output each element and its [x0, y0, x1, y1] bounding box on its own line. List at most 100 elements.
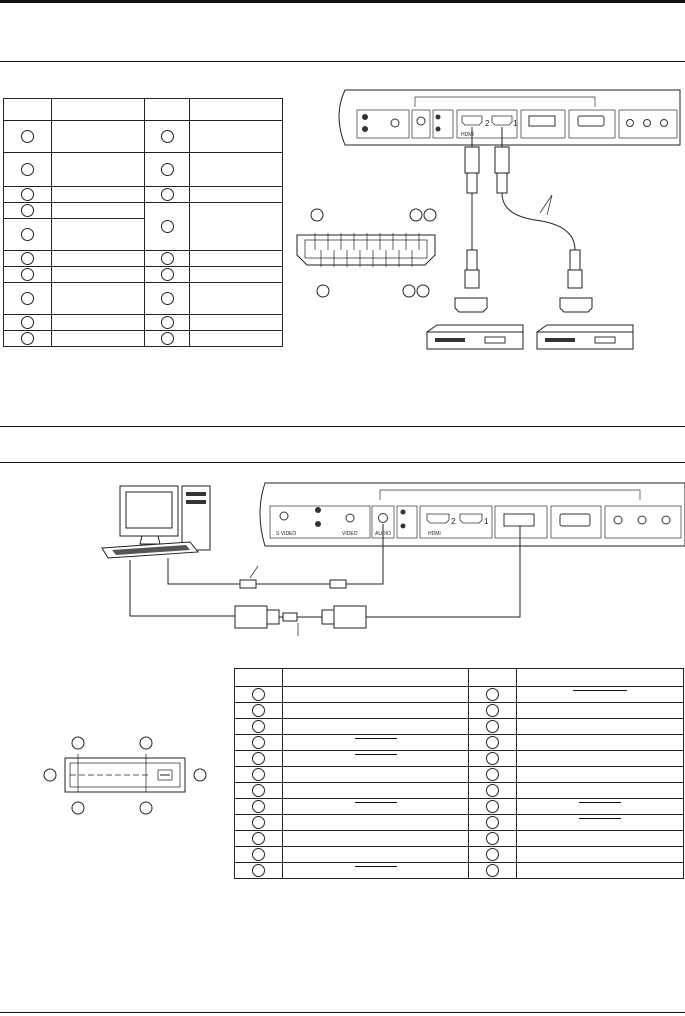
top-rule — [0, 0, 685, 3]
pin-number-circle — [486, 704, 499, 717]
pin-number-circle — [160, 292, 174, 305]
active-low-signal-bar — [579, 802, 621, 809]
device-hdmi-jack-icon — [454, 297, 488, 313]
pc-hdmi-logo: HDMI — [428, 531, 441, 537]
table-row — [3, 314, 283, 331]
pin-number-circle — [252, 768, 265, 781]
pin-number-circle — [21, 268, 34, 281]
device-hdmi-jack-icon — [559, 297, 593, 313]
pin-number-circle — [160, 163, 174, 176]
pin-number-circle — [486, 688, 499, 701]
pin-number-circle — [486, 848, 499, 861]
pin-number-circle — [160, 268, 174, 281]
pin-number-circle — [486, 720, 499, 733]
active-low-signal-bar — [354, 802, 397, 809]
table-row — [234, 814, 684, 831]
section-rule-1 — [0, 61, 685, 62]
pin-number-circle — [252, 704, 265, 717]
pin-number-circle — [21, 292, 34, 305]
table-header-row — [3, 98, 283, 121]
pin-number-circle — [486, 752, 499, 765]
table-row — [234, 798, 684, 815]
active-low-signal-bar — [354, 754, 397, 761]
active-low-signal-bar — [573, 690, 627, 697]
svideo-label: S VIDEO — [276, 531, 296, 537]
table-row — [234, 686, 684, 703]
pin-number-circle — [160, 332, 174, 345]
active-low-signal-bar — [579, 818, 621, 825]
dvi-pin-table — [234, 668, 684, 879]
active-low-signal-bar — [354, 738, 397, 745]
pin-number-circle — [486, 736, 499, 749]
hdmi-port-2-label: 2 — [485, 119, 490, 128]
pin-number-circle — [486, 864, 499, 877]
pc-hdmi-port-2-label: 2 — [451, 517, 456, 526]
dvi-connector-pinout — [43, 736, 207, 815]
table-row — [3, 186, 283, 203]
pin-number-circle — [252, 800, 265, 813]
pin-number-circle — [21, 252, 34, 265]
pin-number-circle — [486, 800, 499, 813]
hdmi-connector-pinout — [296, 208, 437, 298]
pin-number-circle — [21, 316, 34, 329]
hdmi-connection-diagram: 2 1 HDMI — [296, 89, 681, 350]
audio-cable — [167, 524, 384, 589]
pin-number-circle — [486, 768, 499, 781]
pin-number-circle — [21, 228, 34, 241]
pin-number-circle — [160, 130, 174, 143]
table-row — [234, 718, 684, 735]
pin-number-circle — [252, 848, 265, 861]
pc-hdmi-port-1-label: 1 — [484, 517, 489, 526]
pin-number-circle — [252, 864, 265, 877]
table-row — [3, 282, 283, 315]
section-rule-3 — [0, 462, 685, 463]
hdmi-pin-table — [3, 98, 283, 347]
pin-number-circle — [486, 832, 499, 845]
table-row — [234, 766, 684, 783]
pin-number-circle — [21, 188, 34, 201]
pin-number-circle — [160, 220, 174, 233]
pin-number-circle — [252, 816, 265, 829]
table-row — [234, 846, 684, 863]
pin-number-circle — [252, 720, 265, 733]
dvi-cable — [129, 526, 521, 636]
table-row — [234, 830, 684, 847]
pin-number-circle — [252, 736, 265, 749]
table-row — [234, 750, 684, 767]
table-row — [3, 250, 283, 267]
table-row — [3, 218, 283, 251]
video-label: VIDEO — [342, 531, 358, 537]
table-row — [234, 702, 684, 719]
pin-number-circle — [252, 784, 265, 797]
section-rule-2 — [0, 426, 685, 427]
hdmi-logo: HDMI — [461, 132, 474, 138]
pin-number-circle — [252, 752, 265, 765]
dvd-recorder-icon — [426, 324, 524, 350]
pin-number-circle — [160, 188, 174, 201]
computer-icon — [101, 485, 211, 559]
pin-number-circle — [21, 130, 34, 143]
table-row — [3, 330, 283, 347]
pc-connection-diagram: S VIDEO VIDEO AUDIO 2 1 HDMI — [101, 482, 685, 636]
pin-number-circle — [252, 688, 265, 701]
bottom-rule — [0, 1012, 685, 1013]
table-row — [3, 202, 283, 251]
hdmi-port-1-label: 1 — [513, 119, 518, 128]
table-row — [3, 152, 283, 187]
pin-number-circle — [21, 163, 34, 176]
table-row — [234, 862, 684, 879]
pin-number-circle — [21, 332, 34, 345]
pin-number-circle — [160, 316, 174, 329]
pin-number-circle — [160, 252, 174, 265]
table-header-row — [234, 668, 684, 687]
hdmi-cable-a — [464, 127, 480, 289]
dvd-player-icon — [536, 324, 634, 350]
table-row — [3, 120, 283, 153]
active-low-signal-bar — [354, 866, 397, 873]
pin-number-circle — [21, 204, 34, 217]
table-row — [3, 266, 283, 283]
table-row — [234, 782, 684, 799]
pin-number-circle — [486, 816, 499, 829]
hdmi-cable-b — [494, 127, 583, 289]
pin-number-circle — [252, 832, 265, 845]
